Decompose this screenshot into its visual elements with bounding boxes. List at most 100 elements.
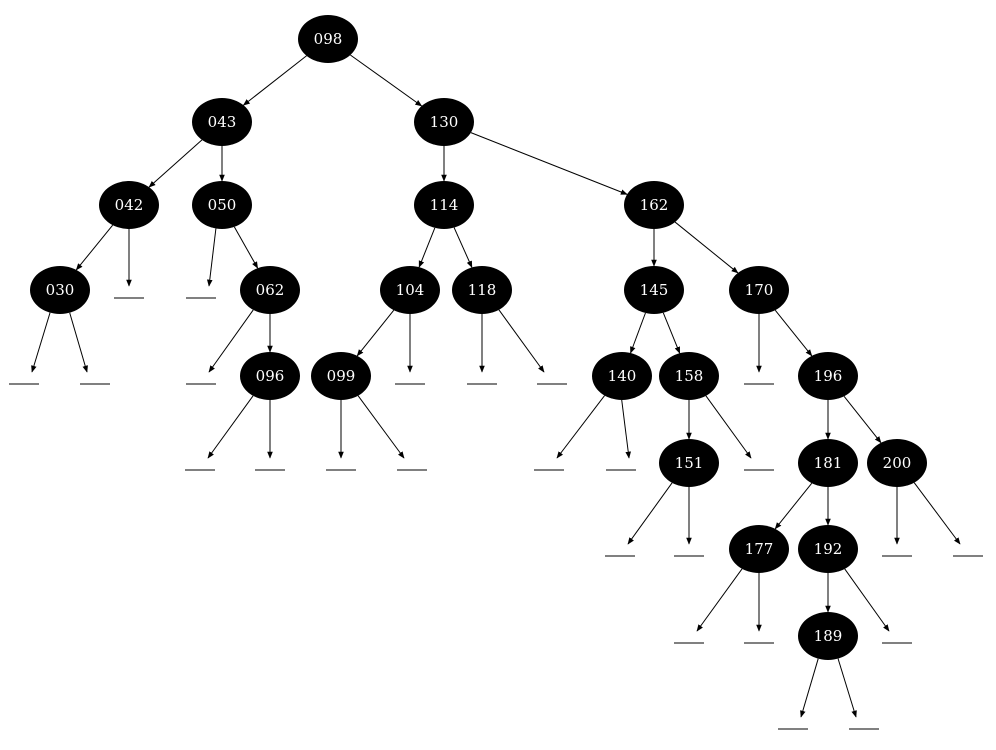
tree-node-196: 196: [798, 352, 858, 400]
edge-098-to-043: [242, 55, 307, 106]
tree-node-140: 140: [592, 352, 652, 400]
tree-node-114: 114: [414, 181, 474, 229]
node-ellipse: [240, 352, 300, 400]
node-label: 099: [327, 367, 356, 385]
edge-145-to-158: [662, 312, 681, 354]
node-ellipse: [311, 352, 371, 400]
edge-042-to-030: [75, 224, 114, 271]
tree-node-130: 130: [414, 98, 474, 146]
edge-050-to-null: [206, 228, 217, 287]
node-label: 145: [640, 281, 669, 299]
tree-node-192: 192: [798, 525, 858, 573]
node-ellipse: [452, 266, 512, 314]
tree-node-200: 200: [867, 439, 927, 487]
node-label: 158: [675, 367, 704, 385]
node-label: 181: [814, 454, 843, 472]
edge-096-to-null: [207, 395, 254, 459]
edge-030-to-null: [31, 312, 51, 373]
edge-099-to-null: [357, 395, 405, 459]
edge-050-to-062: [233, 226, 259, 269]
edge-030-to-null: [69, 312, 88, 373]
tree-node-042: 042: [99, 181, 159, 229]
node-ellipse: [592, 352, 652, 400]
node-label: 170: [745, 281, 774, 299]
node-label: 196: [814, 367, 843, 385]
node-label: 043: [208, 113, 237, 131]
edge-200-to-null: [913, 482, 961, 545]
tree-node-151: 151: [659, 439, 719, 487]
node-label: 098: [314, 30, 343, 48]
tree-node-170: 170: [729, 266, 789, 314]
tree-node-098: 098: [298, 15, 358, 63]
node-label: 114: [430, 196, 459, 214]
edge-043-to-042: [148, 139, 203, 188]
node-ellipse: [414, 181, 474, 229]
tree-node-062: 062: [240, 266, 300, 314]
edge-177-to-null: [696, 568, 743, 632]
edge-189-to-null: [837, 658, 857, 718]
node-ellipse: [729, 525, 789, 573]
edge-196-to-200: [843, 395, 882, 444]
node-ellipse: [30, 266, 90, 314]
tree-node-099: 099: [311, 352, 371, 400]
tree-node-104: 104: [380, 266, 440, 314]
node-ellipse: [298, 15, 358, 63]
node-label: 050: [208, 196, 237, 214]
node-ellipse: [729, 266, 789, 314]
tree-node-118: 118: [452, 266, 512, 314]
tree-node-158: 158: [659, 352, 719, 400]
node-label: 030: [46, 281, 75, 299]
node-ellipse: [192, 181, 252, 229]
null-leaves-layer: [9, 297, 983, 730]
node-label: 140: [608, 367, 637, 385]
edge-189-to-null: [800, 658, 819, 718]
tree-node-043: 043: [192, 98, 252, 146]
node-label: 151: [675, 454, 704, 472]
node-ellipse: [798, 612, 858, 660]
node-ellipse: [414, 98, 474, 146]
tree-node-177: 177: [729, 525, 789, 573]
edge-140-to-null: [556, 395, 605, 459]
node-ellipse: [798, 525, 858, 573]
node-label: 192: [814, 540, 843, 558]
edge-114-to-118: [453, 227, 473, 269]
node-label: 062: [256, 281, 285, 299]
tree-node-181: 181: [798, 439, 858, 487]
node-label: 177: [745, 540, 774, 558]
node-ellipse: [659, 352, 719, 400]
node-ellipse: [624, 266, 684, 314]
node-ellipse: [240, 266, 300, 314]
node-label: 189: [814, 627, 843, 645]
tree-node-189: 189: [798, 612, 858, 660]
node-ellipse: [798, 439, 858, 487]
edge-118-to-null: [498, 309, 545, 373]
edge-098-to-130: [350, 54, 423, 107]
tree-node-145: 145: [624, 266, 684, 314]
edge-062-to-null: [208, 309, 254, 373]
node-ellipse: [380, 266, 440, 314]
edge-104-to-099: [356, 309, 395, 357]
edge-140-to-null: [621, 399, 631, 459]
nodes-layer: 098 043 130 042 050 114 162 030 062 104 118 145 170 0…: [30, 15, 927, 660]
node-label: 200: [883, 454, 912, 472]
node-label: 042: [115, 196, 144, 214]
node-ellipse: [659, 439, 719, 487]
node-label: 162: [640, 196, 669, 214]
edge-130-to-162: [470, 132, 628, 195]
tree-node-030: 030: [30, 266, 90, 314]
tree-node-050: 050: [192, 181, 252, 229]
tree-node-162: 162: [624, 181, 684, 229]
node-ellipse: [798, 352, 858, 400]
edge-181-to-177: [774, 482, 813, 530]
node-ellipse: [99, 181, 159, 229]
node-ellipse: [867, 439, 927, 487]
node-label: 130: [430, 113, 459, 131]
node-ellipse: [192, 98, 252, 146]
tree-node-096: 096: [240, 352, 300, 400]
edge-114-to-104: [418, 227, 436, 268]
node-label: 096: [256, 367, 285, 385]
edges-layer: [31, 54, 961, 718]
edge-151-to-null: [627, 482, 673, 545]
node-label: 104: [396, 281, 425, 299]
